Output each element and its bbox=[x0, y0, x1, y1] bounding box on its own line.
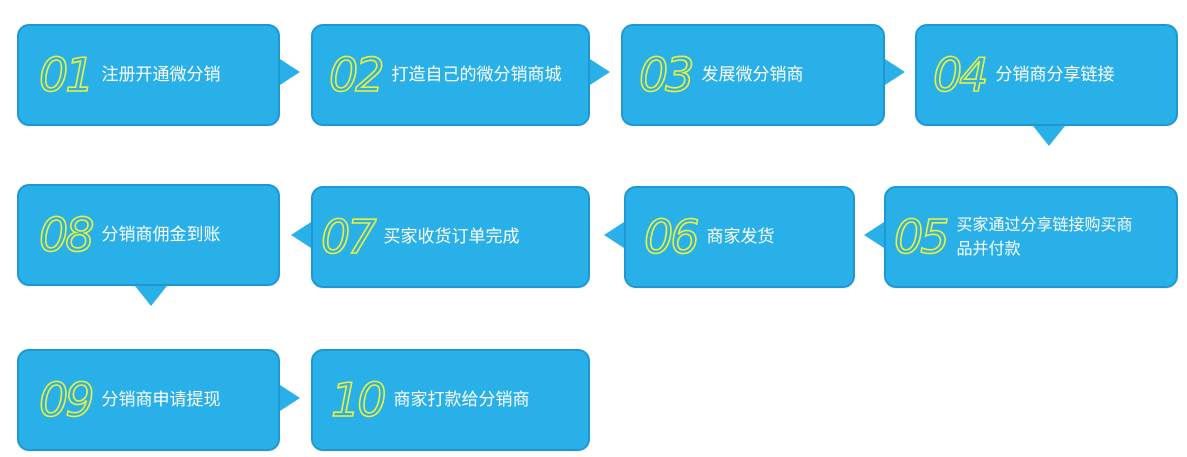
step-10: 10 商家打款给分销商 bbox=[311, 349, 590, 451]
arrow-down-icon bbox=[135, 286, 167, 306]
step-05: 05 买家通过分享链接购买商品并付款 bbox=[884, 186, 1178, 288]
step-03: 03 发展微分销商 bbox=[621, 24, 885, 126]
arrow-right-icon bbox=[280, 385, 300, 411]
step-number: 05 bbox=[893, 210, 950, 264]
step-02: 02 打造自己的微分销商城 bbox=[311, 24, 590, 126]
step-01: 01 注册开通微分销 bbox=[17, 24, 280, 126]
step-number: 01 bbox=[38, 48, 95, 102]
step-label: 商家发货 bbox=[706, 227, 775, 247]
step-number: 10 bbox=[330, 373, 387, 427]
step-label: 分销商佣金到账 bbox=[101, 225, 221, 245]
step-label: 买家收货订单完成 bbox=[383, 227, 520, 247]
step-number: 02 bbox=[328, 48, 385, 102]
arrow-right-icon bbox=[885, 59, 905, 85]
step-label: 买家通过分享链接购买商品并付款 bbox=[956, 215, 1133, 258]
arrow-down-icon bbox=[1033, 126, 1065, 146]
arrow-left-icon bbox=[291, 222, 311, 248]
step-06: 06 商家发货 bbox=[624, 186, 855, 288]
step-number: 04 bbox=[932, 48, 989, 102]
step-09: 09 分销商申请提现 bbox=[17, 349, 280, 451]
step-07: 07 买家收货订单完成 bbox=[311, 186, 590, 288]
step-number: 06 bbox=[643, 210, 700, 264]
step-label: 分销商申请提现 bbox=[101, 390, 221, 410]
step-label: 打造自己的微分销商城 bbox=[391, 65, 562, 85]
step-08: 08 分销商佣金到账 bbox=[17, 184, 280, 286]
arrow-right-icon bbox=[280, 59, 300, 85]
step-number: 09 bbox=[38, 373, 95, 427]
step-number: 08 bbox=[38, 208, 95, 262]
arrow-right-icon bbox=[590, 59, 610, 85]
step-label: 注册开通微分销 bbox=[101, 65, 221, 85]
step-04: 04 分销商分享链接 bbox=[915, 24, 1178, 126]
step-label: 发展微分销商 bbox=[701, 65, 804, 85]
arrow-left-icon bbox=[604, 222, 624, 248]
step-number: 03 bbox=[638, 48, 695, 102]
step-label: 分销商分享链接 bbox=[995, 65, 1115, 85]
step-number: 07 bbox=[320, 210, 377, 264]
step-label: 商家打款给分销商 bbox=[393, 390, 530, 410]
arrow-left-icon bbox=[864, 222, 884, 248]
